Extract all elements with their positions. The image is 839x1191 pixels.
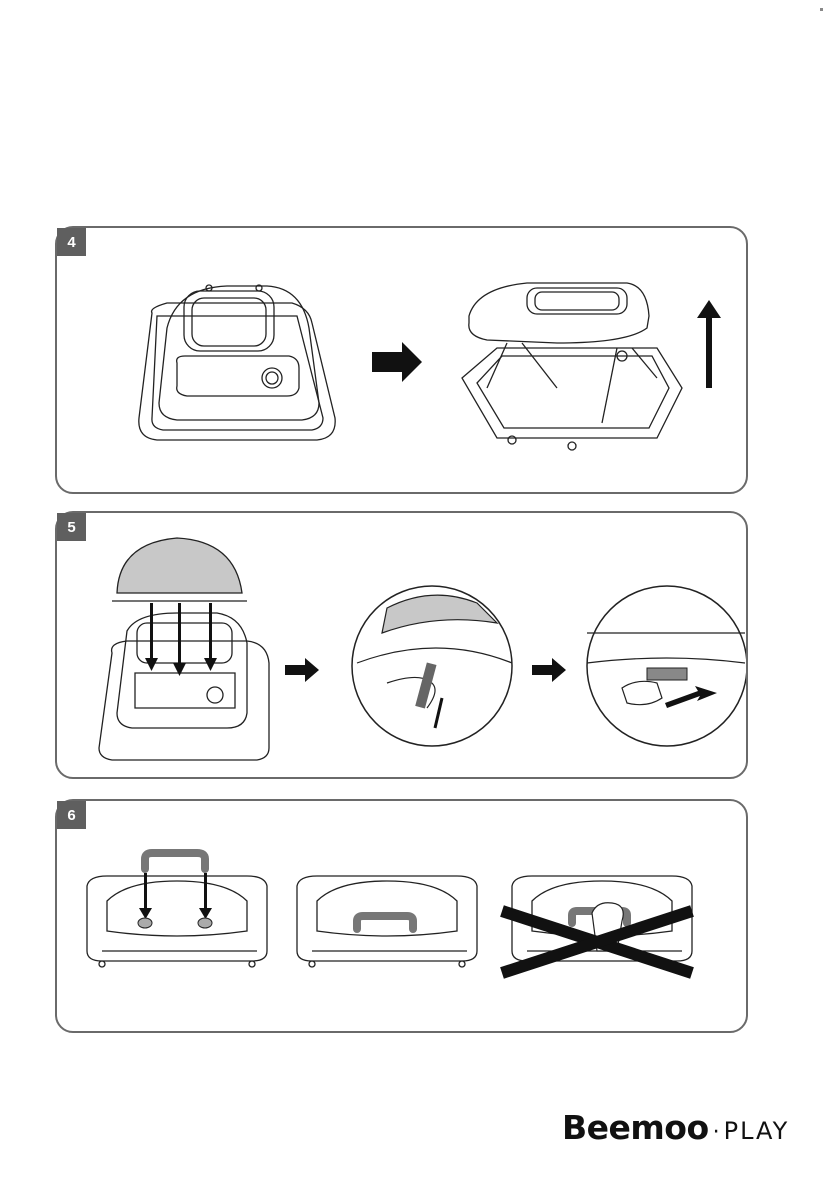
arrow-right-icon	[372, 342, 422, 382]
brand-name: Beemoo	[562, 1108, 709, 1147]
step-5-panel: 5	[55, 511, 748, 779]
step-4-illustration	[57, 228, 746, 492]
step-6-illustration	[57, 801, 746, 1031]
brand-separator: ·	[713, 1120, 720, 1145]
brand-sub: PLAY	[724, 1117, 790, 1145]
step-4-panel: 4	[55, 226, 748, 494]
step-6-panel: 6	[55, 799, 748, 1033]
step-5-illustration	[57, 513, 746, 777]
brand-logo: Beemoo · PLAY	[562, 1108, 792, 1158]
corner-mark	[820, 8, 823, 11]
arrow-up-icon	[697, 300, 721, 388]
